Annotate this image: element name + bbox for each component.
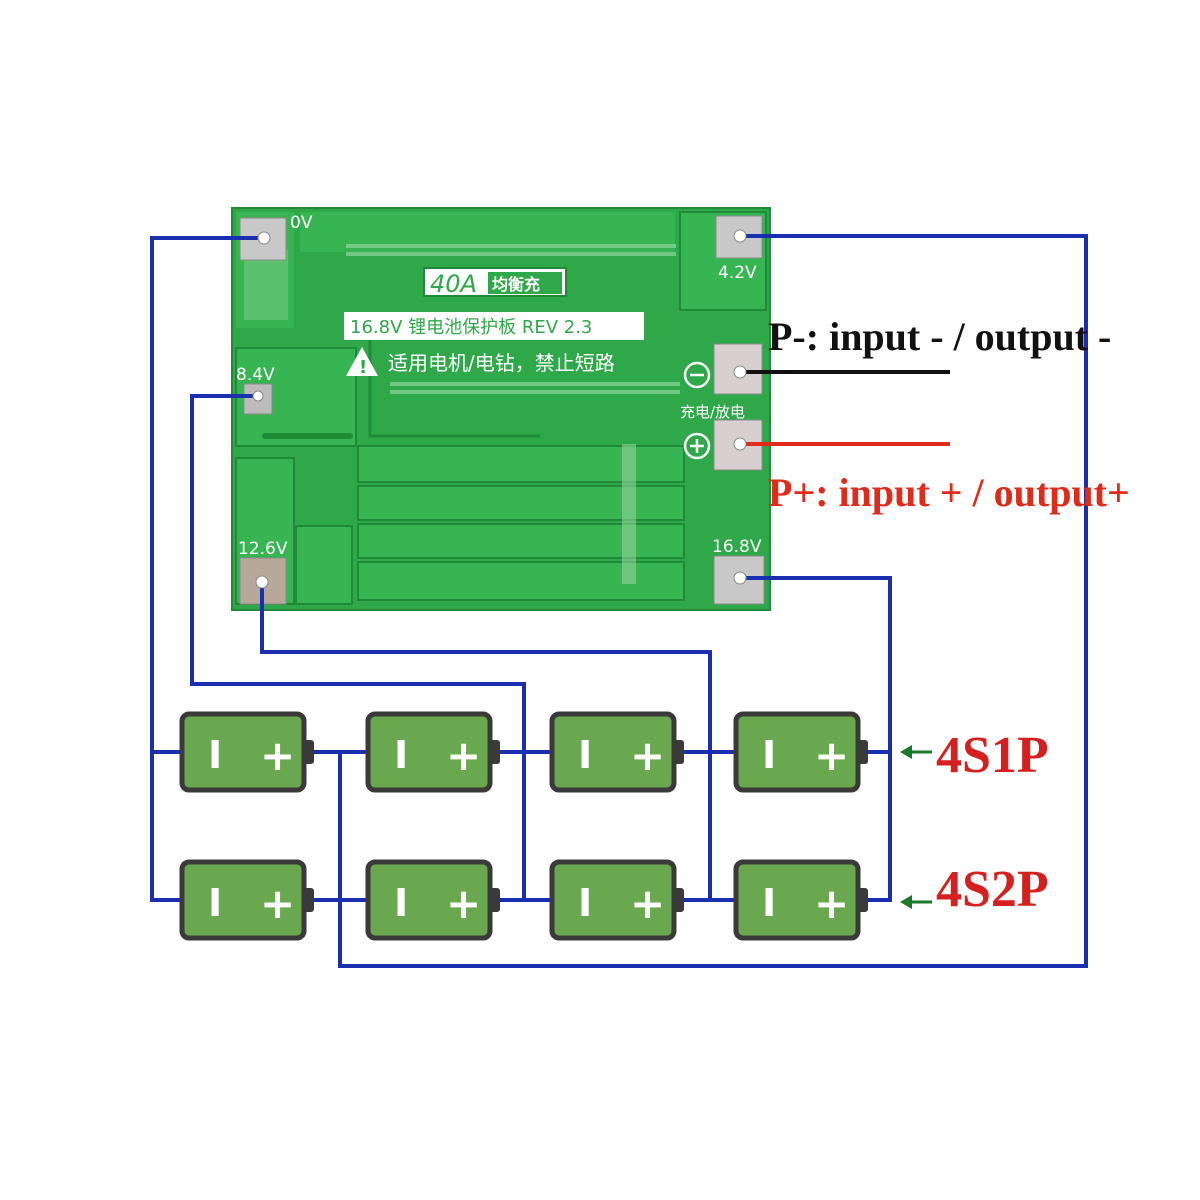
battery-cell-r2-c4: I+ bbox=[733, 859, 868, 941]
pad-label-16-8v: 16.8V bbox=[712, 537, 762, 557]
warning-exclamation-icon: ! bbox=[359, 357, 367, 378]
battery-body bbox=[549, 859, 677, 941]
wire-0v bbox=[150, 236, 264, 902]
battery-plus-icon: + bbox=[630, 879, 665, 928]
pad-label-8-4v: 8.4V bbox=[236, 365, 275, 385]
board-model-line: 16.8V 锂电池保护板 REV 2.3 bbox=[350, 317, 592, 338]
solder-point-12-6v bbox=[255, 575, 269, 589]
solder-point-4-2v bbox=[733, 229, 747, 243]
battery-plus-icon: + bbox=[260, 731, 295, 780]
battery-plus-icon: + bbox=[630, 731, 665, 780]
battery-cell-r1-c1: I+ bbox=[179, 711, 314, 793]
battery-cell-r2-c3: I+ bbox=[549, 859, 684, 941]
plus-circle-icon bbox=[683, 432, 711, 460]
p-plus-solder-point bbox=[733, 437, 747, 451]
battery-body bbox=[179, 859, 307, 941]
board-rating: 40A bbox=[430, 270, 477, 298]
battery-grid: I+I+I+I+I+I+I+I+ bbox=[179, 711, 868, 941]
battery-plus-icon: + bbox=[446, 879, 481, 928]
pad-label-4-2v: 4.2V bbox=[718, 263, 757, 283]
battery-plus-icon: + bbox=[814, 879, 849, 928]
battery-cell-r1-c4: I+ bbox=[733, 711, 868, 793]
battery-body bbox=[365, 711, 493, 793]
solder-point-8-4v bbox=[252, 390, 264, 402]
p-minus-label: P-: input - / output - bbox=[768, 314, 1111, 359]
pad-label-0v: 0V bbox=[290, 213, 313, 233]
minus-circle-icon bbox=[683, 361, 711, 389]
battery-cell-r1-c3: I+ bbox=[549, 711, 684, 793]
battery-body bbox=[549, 711, 677, 793]
battery-body bbox=[733, 711, 861, 793]
solder-point-0v bbox=[257, 231, 271, 245]
rating-suffix-box bbox=[488, 272, 562, 294]
arrow-4s1p-icon bbox=[900, 745, 932, 759]
battery-plus-icon: + bbox=[814, 731, 849, 780]
battery-body bbox=[365, 859, 493, 941]
bms-board: 40A 均衡充 16.8V 锂电池保护板 REV 2.3 ! 适用电机/电钻，禁… bbox=[231, 207, 771, 611]
battery-body bbox=[179, 711, 307, 793]
wires bbox=[150, 234, 1088, 968]
board-region-lower bbox=[295, 525, 353, 605]
battery-cell-r2-c2: I+ bbox=[365, 859, 500, 941]
solder-point-16-8v bbox=[733, 571, 747, 585]
battery-minus-icon: I bbox=[208, 733, 222, 777]
board-charge-discharge: 充电/放电 bbox=[680, 403, 745, 421]
model-plate bbox=[344, 312, 644, 340]
battery-cell-r2-c1: I+ bbox=[179, 859, 314, 941]
battery-minus-icon: I bbox=[762, 881, 776, 925]
wire-4-2v bbox=[338, 234, 1088, 968]
p-minus-solder-point bbox=[733, 365, 747, 379]
battery-minus-icon: I bbox=[762, 733, 776, 777]
label-4s1p: 4S1P bbox=[936, 727, 1049, 784]
wire-16-8v bbox=[740, 576, 892, 902]
battery-minus-icon: I bbox=[394, 733, 408, 777]
warning-triangle-icon bbox=[346, 347, 378, 376]
battery-plus-icon: + bbox=[260, 879, 295, 928]
battery-minus-icon: I bbox=[208, 881, 222, 925]
label-4s2p: 4S2P bbox=[936, 861, 1049, 918]
board-warning: 适用电机/电钻，禁止短路 bbox=[388, 351, 615, 375]
battery-cell-r1-c2: I+ bbox=[365, 711, 500, 793]
board-via-rows bbox=[244, 244, 680, 584]
board-rating-suffix: 均衡充 bbox=[492, 275, 540, 294]
battery-plus-icon: + bbox=[446, 731, 481, 780]
pad-label-12-6v: 12.6V bbox=[238, 539, 288, 559]
battery-body bbox=[733, 859, 861, 941]
battery-minus-icon: I bbox=[578, 881, 592, 925]
p-plus-label: P+: input + / output+ bbox=[768, 470, 1130, 515]
battery-minus-icon: I bbox=[578, 733, 592, 777]
battery-minus-icon: I bbox=[394, 881, 408, 925]
arrow-4s2p-icon bbox=[900, 895, 932, 909]
